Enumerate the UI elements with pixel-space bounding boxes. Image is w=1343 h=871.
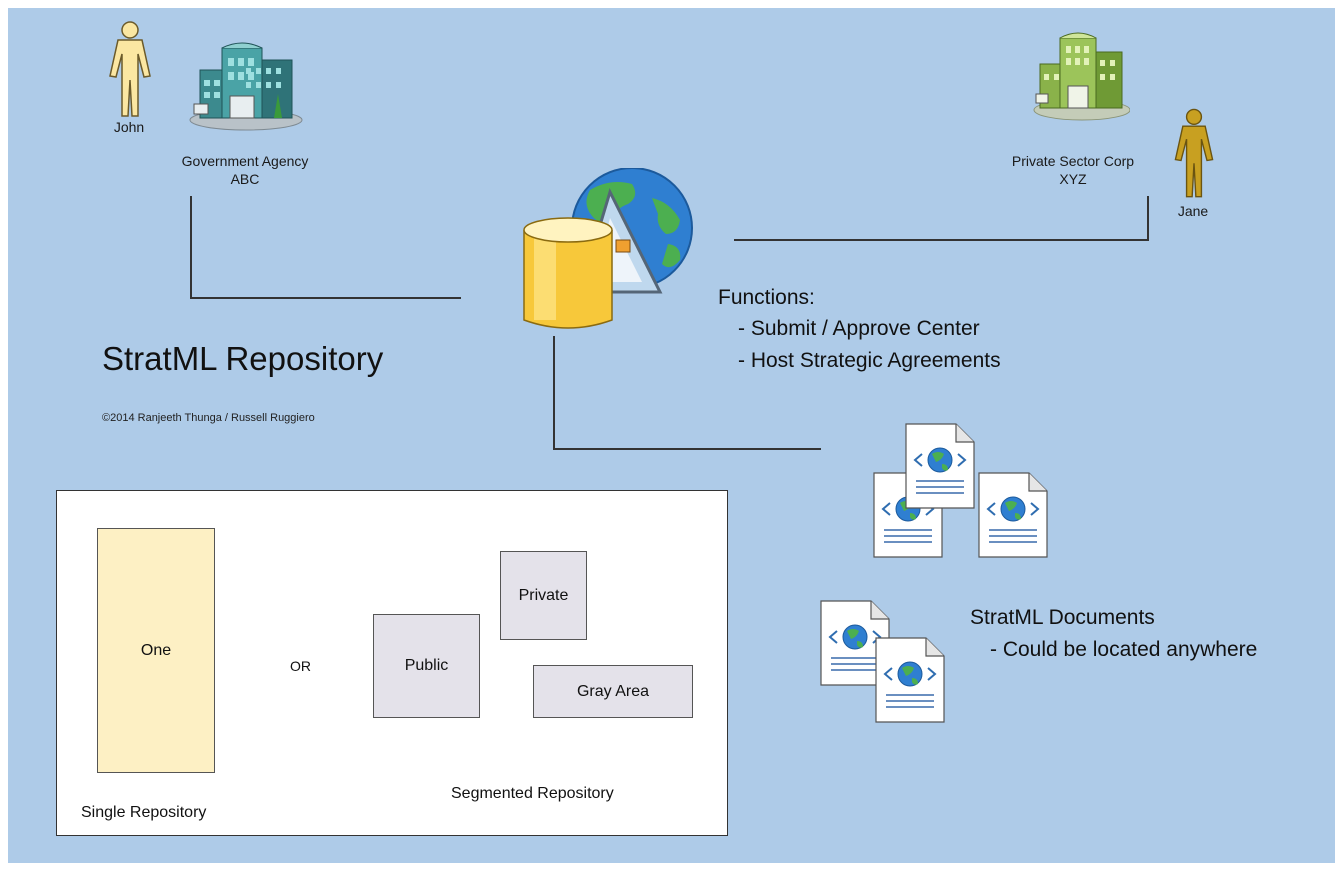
- or-label: OR: [290, 658, 311, 674]
- single-repository-box: One: [97, 528, 215, 773]
- documents-connector-horizontal: [553, 448, 821, 450]
- documents-connector-vertical: [553, 336, 555, 450]
- gray-area-segment-box: Gray Area: [533, 665, 693, 718]
- segmented-repository-caption: Segmented Repository: [451, 785, 614, 802]
- person-jane-icon: [1174, 108, 1214, 198]
- function-item-host: - Host Strategic Agreements: [738, 349, 1001, 372]
- page-title: StratML Repository: [102, 340, 384, 377]
- person-john-icon: [109, 21, 151, 117]
- agency-connector-vertical: [190, 196, 192, 298]
- private-segment-label: Private: [518, 586, 569, 604]
- private-segment-box: Private: [500, 551, 587, 640]
- corp-connector-vertical: [1147, 196, 1149, 240]
- government-building-icon: [189, 42, 303, 131]
- gray-area-segment-label: Gray Area: [576, 682, 650, 700]
- agency-connector-horizontal: [190, 297, 461, 299]
- private-corp-label: Private Sector Corp: [1011, 153, 1135, 169]
- private-corp-code: XYZ: [1059, 171, 1087, 187]
- corp-connector-horizontal: [734, 239, 1149, 241]
- public-segment-box: Public: [373, 614, 480, 718]
- public-segment-label: Public: [404, 657, 449, 674]
- repository-server-icon: [523, 168, 693, 329]
- person-john-label: John: [113, 119, 145, 135]
- government-agency-code: ABC: [230, 171, 260, 187]
- documents-heading: StratML Documents: [970, 606, 1155, 629]
- copyright-note: ©2014 Ranjeeth Thunga / Russell Ruggiero: [102, 412, 315, 424]
- repository-options-panel: One Single Repository OR Public Private …: [56, 490, 728, 836]
- private-building-icon: [1033, 32, 1130, 121]
- documents-note: - Could be located anywhere: [990, 638, 1258, 661]
- single-repository-box-label: One: [140, 641, 172, 659]
- function-item-submit: - Submit / Approve Center: [738, 317, 980, 340]
- person-jane-label: Jane: [1177, 203, 1209, 219]
- functions-heading: Functions:: [718, 286, 815, 309]
- single-repository-caption: Single Repository: [81, 804, 207, 821]
- government-agency-label: Government Agency: [181, 153, 309, 169]
